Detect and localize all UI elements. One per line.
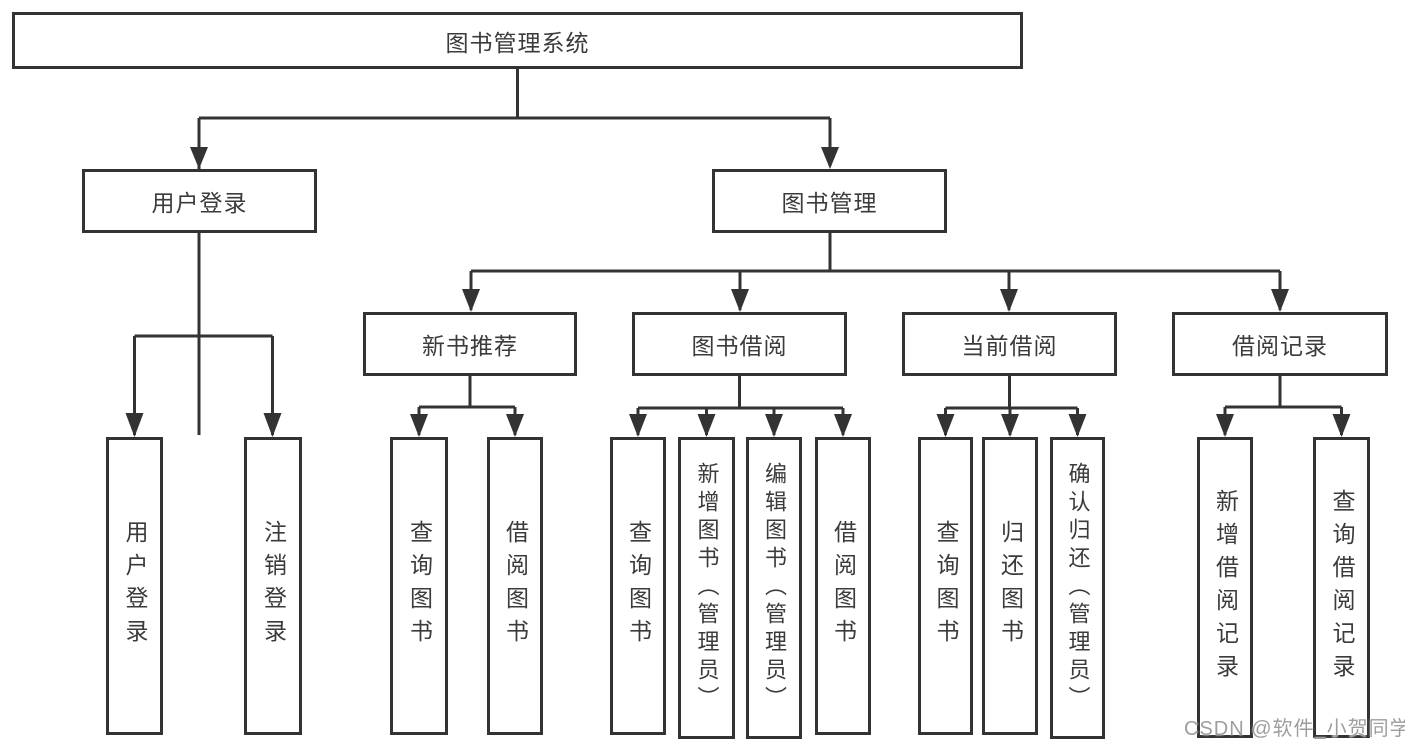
leaf-br-add-record: 新增借阅记录 — [1197, 437, 1253, 738]
arrow-to-br-add — [1216, 414, 1234, 437]
arrow-to-bb-edit — [765, 414, 783, 437]
leaf-nb-borrow-books: 借阅图书 — [487, 437, 543, 735]
connector-new-books-lines — [417, 376, 517, 435]
connector-book-mgmt-lines — [469, 233, 1282, 310]
leaf-bb-borrow-books: 借阅图书 — [815, 437, 871, 735]
arrow-to-current-borrow — [1000, 289, 1018, 312]
arrow-to-cb-query — [936, 414, 955, 437]
arrow-to-user-login — [190, 147, 208, 169]
connector-borrow-records-lines — [1223, 376, 1343, 435]
connector-new-books — [410, 376, 524, 437]
leaf-cb-confirm-return: 确认归还（管理员） — [1050, 437, 1105, 739]
connector-root — [190, 68, 839, 435]
connector-root-lines — [197, 68, 832, 435]
leaf-logout: 注销登录 — [244, 437, 302, 735]
node-borrow-records: 借阅记录 — [1172, 312, 1388, 376]
arrow-to-cb-return — [1001, 414, 1019, 437]
arrow-to-nb-borrow — [506, 414, 524, 437]
connector-current-borrow — [936, 376, 1087, 437]
connector-user-login — [125, 233, 282, 437]
connector-book-borrow — [629, 376, 852, 437]
csdn-watermark: CSDN @软件_小贺同学 — [1184, 718, 1405, 740]
arrow-to-nb-query — [410, 414, 428, 437]
connector-borrow-records — [1216, 376, 1351, 437]
arrow-to-leaf-login — [125, 413, 144, 437]
connector-book-borrow-lines — [636, 376, 845, 435]
arrow-to-new-books — [462, 289, 480, 312]
connector-user-login-lines — [133, 233, 274, 435]
leaf-nb-query-books: 查询图书 — [390, 437, 448, 735]
leaf-bb-edit-books: 编辑图书（管理员） — [746, 437, 802, 739]
connector-book-mgmt — [462, 233, 1289, 312]
arrow-to-book-borrow — [731, 289, 749, 312]
leaf-cb-return-books: 归还图书 — [982, 437, 1038, 735]
leaf-cb-query-books: 查询图书 — [918, 437, 973, 735]
node-current-borrow: 当前借阅 — [902, 312, 1117, 376]
arrow-to-bb-borrow — [834, 414, 852, 437]
arrow-to-leaf-logout — [263, 413, 282, 437]
arrow-to-br-query — [1332, 414, 1351, 437]
node-root: 图书管理系统 — [12, 12, 1023, 69]
node-book-mgmt: 图书管理 — [712, 169, 947, 233]
node-book-borrow: 图书借阅 — [632, 312, 847, 376]
leaf-login: 用户登录 — [106, 437, 163, 735]
arrow-to-bb-query — [629, 414, 647, 437]
leaf-br-query-record: 查询借阅记录 — [1313, 437, 1370, 738]
arrow-to-cb-confirm — [1068, 414, 1087, 437]
arrow-to-borrow-records — [1271, 289, 1289, 312]
node-user-login: 用户登录 — [82, 169, 317, 233]
leaf-bb-query-books: 查询图书 — [610, 437, 666, 735]
node-new-books: 新书推荐 — [363, 312, 577, 376]
arrow-to-bb-add — [697, 414, 716, 437]
arrow-to-book-mgmt — [821, 147, 839, 169]
connector-current-borrow-lines — [944, 376, 1079, 435]
leaf-bb-add-books: 新增图书（管理员） — [678, 437, 735, 739]
